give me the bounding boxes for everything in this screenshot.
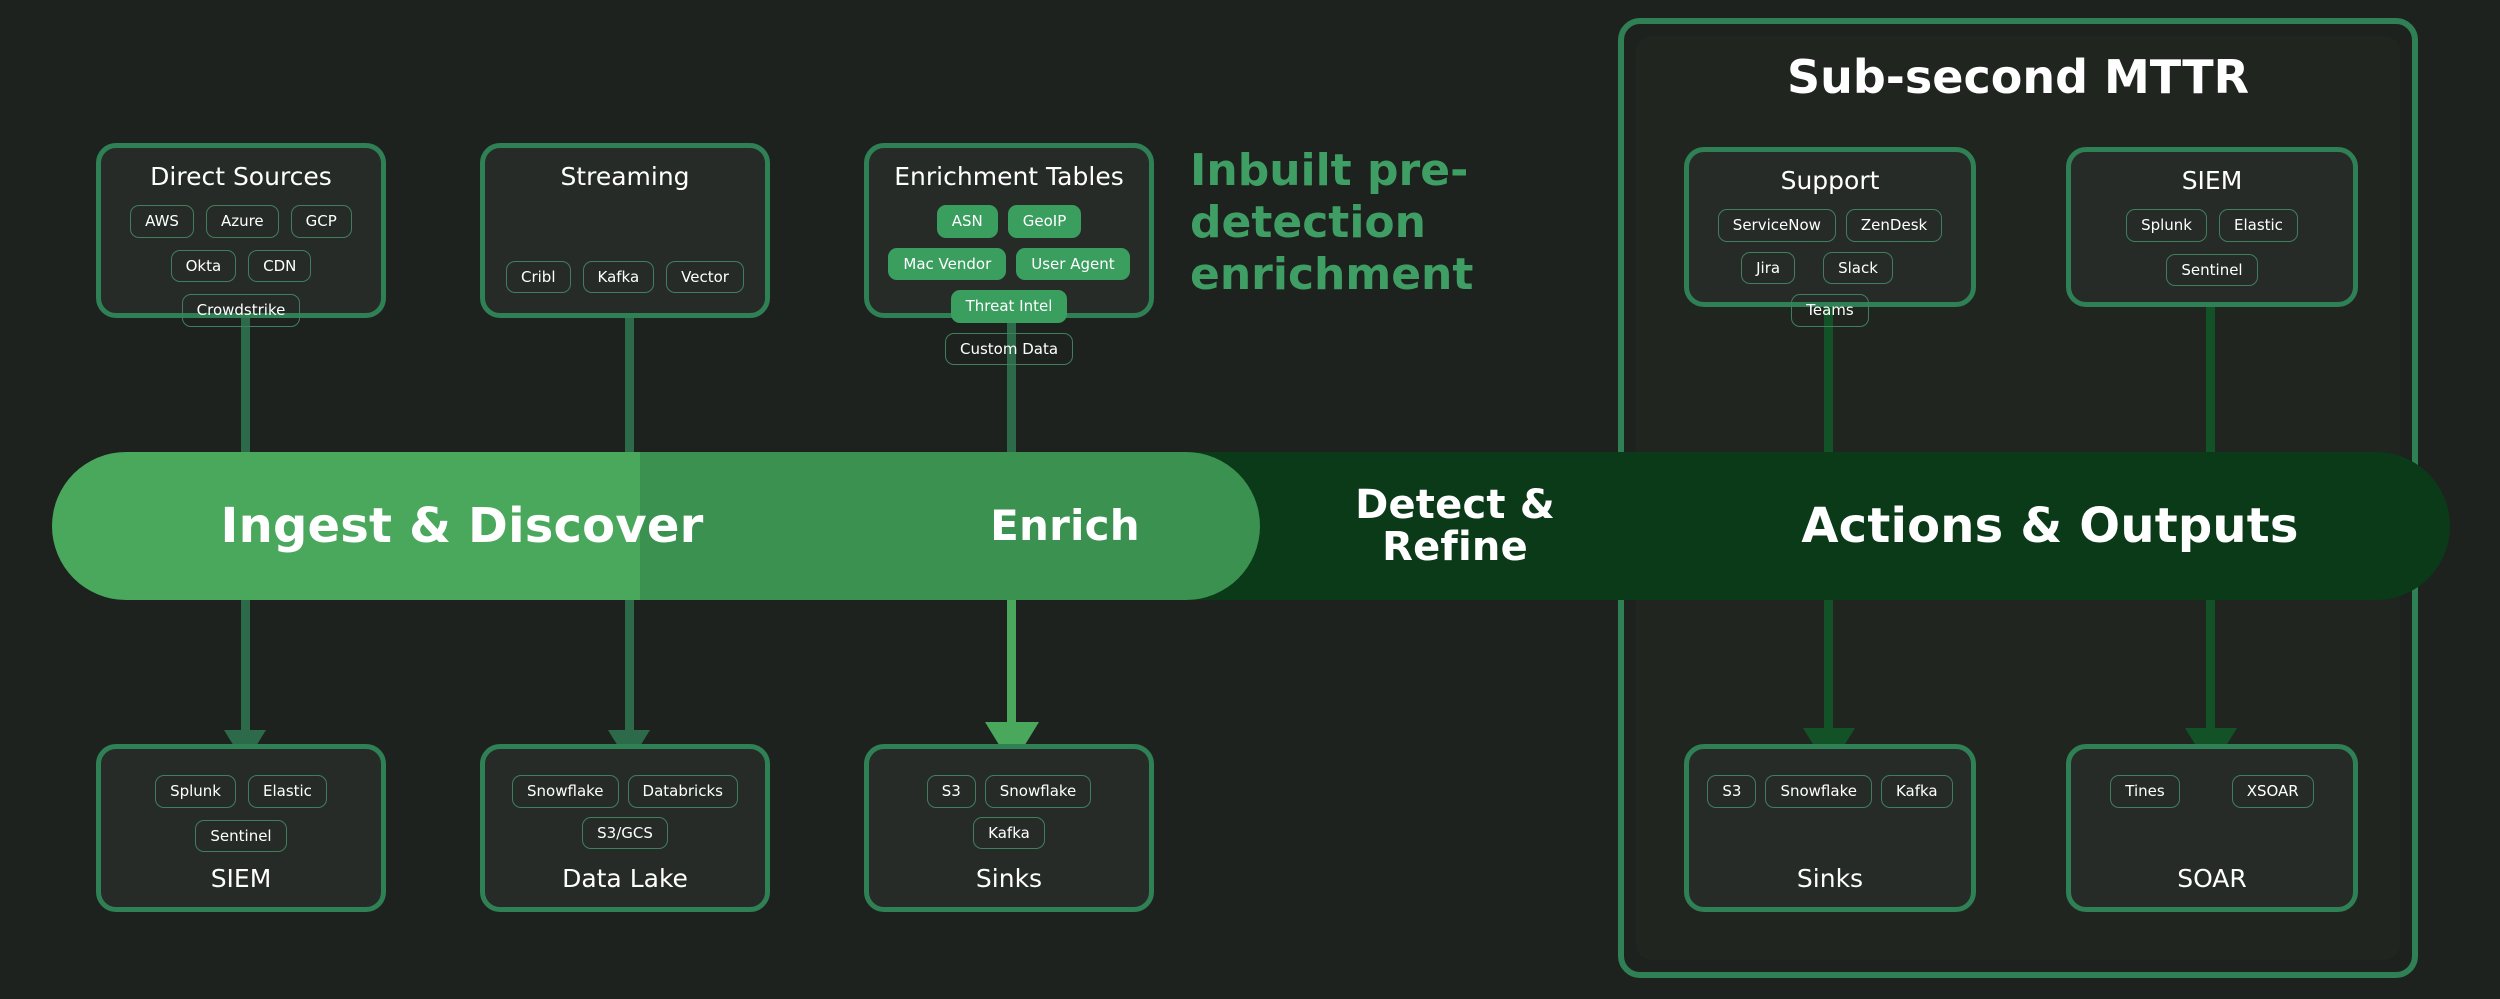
panel-title-sinks-enrich: Sinks [975,864,1043,893]
panel-siem-top[interactable]: SIEM Splunk Elastic Sentinel [2066,147,2358,307]
connector-soar [2206,575,2215,740]
chip-group-direct-sources: AWS Azure GCP Okta CDN Crowdstrike [119,205,363,327]
chip-group-siem-top: Splunk Elastic Sentinel [2089,209,2335,286]
chip-splunk-bottom[interactable]: Splunk [155,775,236,808]
chip-custom-data[interactable]: Custom Data [944,332,1074,365]
pipeline-band-layer: Ingest & Discover Enrich Detect & Refine… [0,452,2500,600]
panel-title-sinks-actions: Sinks [1796,864,1864,893]
panel-sinks-enrich[interactable]: S3 Snowflake Kafka Sinks [864,744,1154,912]
panel-direct-sources[interactable]: Direct Sources AWS Azure GCP Okta CDN Cr… [96,143,386,327]
chip-aws[interactable]: AWS [130,205,194,238]
chip-s3-gcs[interactable]: S3/GCS [582,816,668,849]
chip-databricks[interactable]: Databricks [627,775,738,808]
chip-splunk-top[interactable]: Splunk [2126,209,2207,242]
panel-title-direct-sources: Direct Sources [150,162,332,191]
chip-teams[interactable]: Teams [1791,294,1869,327]
panel-sinks-actions[interactable]: S3 Snowflake Kafka Sinks [1684,744,1976,912]
chip-geoip[interactable]: GeoIP [1007,205,1082,238]
chip-kafka-sinks-enrich[interactable]: Kafka [973,816,1045,849]
band-actions-outputs[interactable] [1180,452,2450,600]
connector-sinks-actions [1824,575,1833,740]
connector-direct-sources [241,316,250,476]
chip-mac-vendor[interactable]: Mac Vendor [888,247,1007,280]
panel-title-siem-top: SIEM [2181,166,2243,195]
panel-title-streaming: Streaming [560,162,690,191]
chip-sentinel-bottom[interactable]: Sentinel [195,819,287,852]
band-label-ingest: Ingest & Discover [220,497,704,554]
chip-group-data-lake: Snowflake Databricks S3/GCS [503,775,747,849]
chip-elastic-bottom[interactable]: Elastic [247,775,327,808]
chip-group-siem-bottom: Splunk Elastic Sentinel [119,775,363,852]
chip-group-sinks-enrich: S3 Snowflake Kafka [887,775,1131,849]
chip-snowflake-sinks-enrich[interactable]: Snowflake [984,775,1092,808]
panel-title-soar: SOAR [2177,864,2247,893]
sub-second-mttr-title: Sub-second MTTR [1786,50,2250,104]
connector-data-lake [625,575,634,740]
chip-cdn[interactable]: CDN [248,249,312,282]
chip-asn[interactable]: ASN [936,205,998,238]
chip-jira[interactable]: Jira [1741,251,1796,284]
chip-elastic-top[interactable]: Elastic [2218,209,2298,242]
chip-group-soar: Tines XSOAR [2089,775,2335,808]
chip-gcp[interactable]: GCP [290,205,352,238]
connector-streaming [625,316,634,476]
chip-okta[interactable]: Okta [170,249,237,282]
chip-group-sinks-actions: S3 Snowflake Kafka [1707,775,1953,808]
chip-group-support: ServiceNow ZenDesk Jira Slack Teams [1707,209,1953,327]
chip-servicenow[interactable]: ServiceNow [1717,209,1836,242]
panel-title-data-lake: Data Lake [562,864,688,893]
connector-siem-bottom [241,575,250,740]
chip-threat-intel[interactable]: Threat Intel [950,290,1068,323]
band-label-actions: Actions & Outputs [1801,497,2299,554]
panel-title-enrichment-tables: Enrichment Tables [894,162,1124,191]
chip-kafka-sinks-actions[interactable]: Kafka [1880,775,1953,808]
band-enrich[interactable] [640,452,1260,600]
panel-title-siem-bottom: SIEM [210,864,272,893]
chip-sentinel-top[interactable]: Sentinel [2166,253,2258,286]
chip-xsoar[interactable]: XSOAR [2231,775,2314,808]
panel-data-lake[interactable]: Snowflake Databricks S3/GCS Data Lake [480,744,770,912]
chip-group-enrichment-tables: ASN GeoIP Mac Vendor User Agent Threat I… [887,205,1131,365]
chip-azure[interactable]: Azure [205,205,279,238]
connector-support [1824,300,1833,480]
band-label-detect: Detect & Refine [1290,452,1620,600]
panel-streaming[interactable]: Streaming Cribl Kafka Vector [480,143,770,318]
panel-soar[interactable]: Tines XSOAR SOAR [2066,744,2358,912]
panel-title-support: Support [1780,166,1880,195]
chip-snowflake-sinks-actions[interactable]: Snowflake [1765,775,1872,808]
panel-enrichment-tables[interactable]: Enrichment Tables ASN GeoIP Mac Vendor U… [864,143,1154,365]
band-label-detect-line1: Detect & [1355,482,1555,528]
connector-enrichment-tables [1007,316,1016,476]
chip-zendesk[interactable]: ZenDesk [1845,209,1943,242]
inbuilt-enrichment-note: Inbuilt pre-detection enrichment [1190,145,1474,300]
chip-s3-sinks-actions[interactable]: S3 [1707,775,1757,808]
panel-support[interactable]: Support ServiceNow ZenDesk Jira Slack Te… [1684,147,1976,327]
band-label-enrich: Enrich [990,500,1140,550]
chip-tines[interactable]: Tines [2110,775,2180,808]
chip-slack[interactable]: Slack [1823,251,1893,284]
panel-siem-bottom[interactable]: Splunk Elastic Sentinel SIEM [96,744,386,912]
chip-crowdstrike[interactable]: Crowdstrike [181,294,301,327]
connector-sinks-enrich [1007,575,1016,735]
chip-kafka-streaming[interactable]: Kafka [582,260,655,293]
band-label-detect-line2: Refine [1382,524,1528,570]
chip-s3-sinks-enrich[interactable]: S3 [926,775,976,808]
chip-group-streaming: Cribl Kafka Vector [503,260,747,293]
chip-cribl[interactable]: Cribl [506,260,571,293]
connector-siem-top [2206,300,2215,480]
chip-vector[interactable]: Vector [666,260,744,293]
chip-user-agent[interactable]: User Agent [1016,247,1130,280]
chip-snowflake-datalake[interactable]: Snowflake [512,775,619,808]
